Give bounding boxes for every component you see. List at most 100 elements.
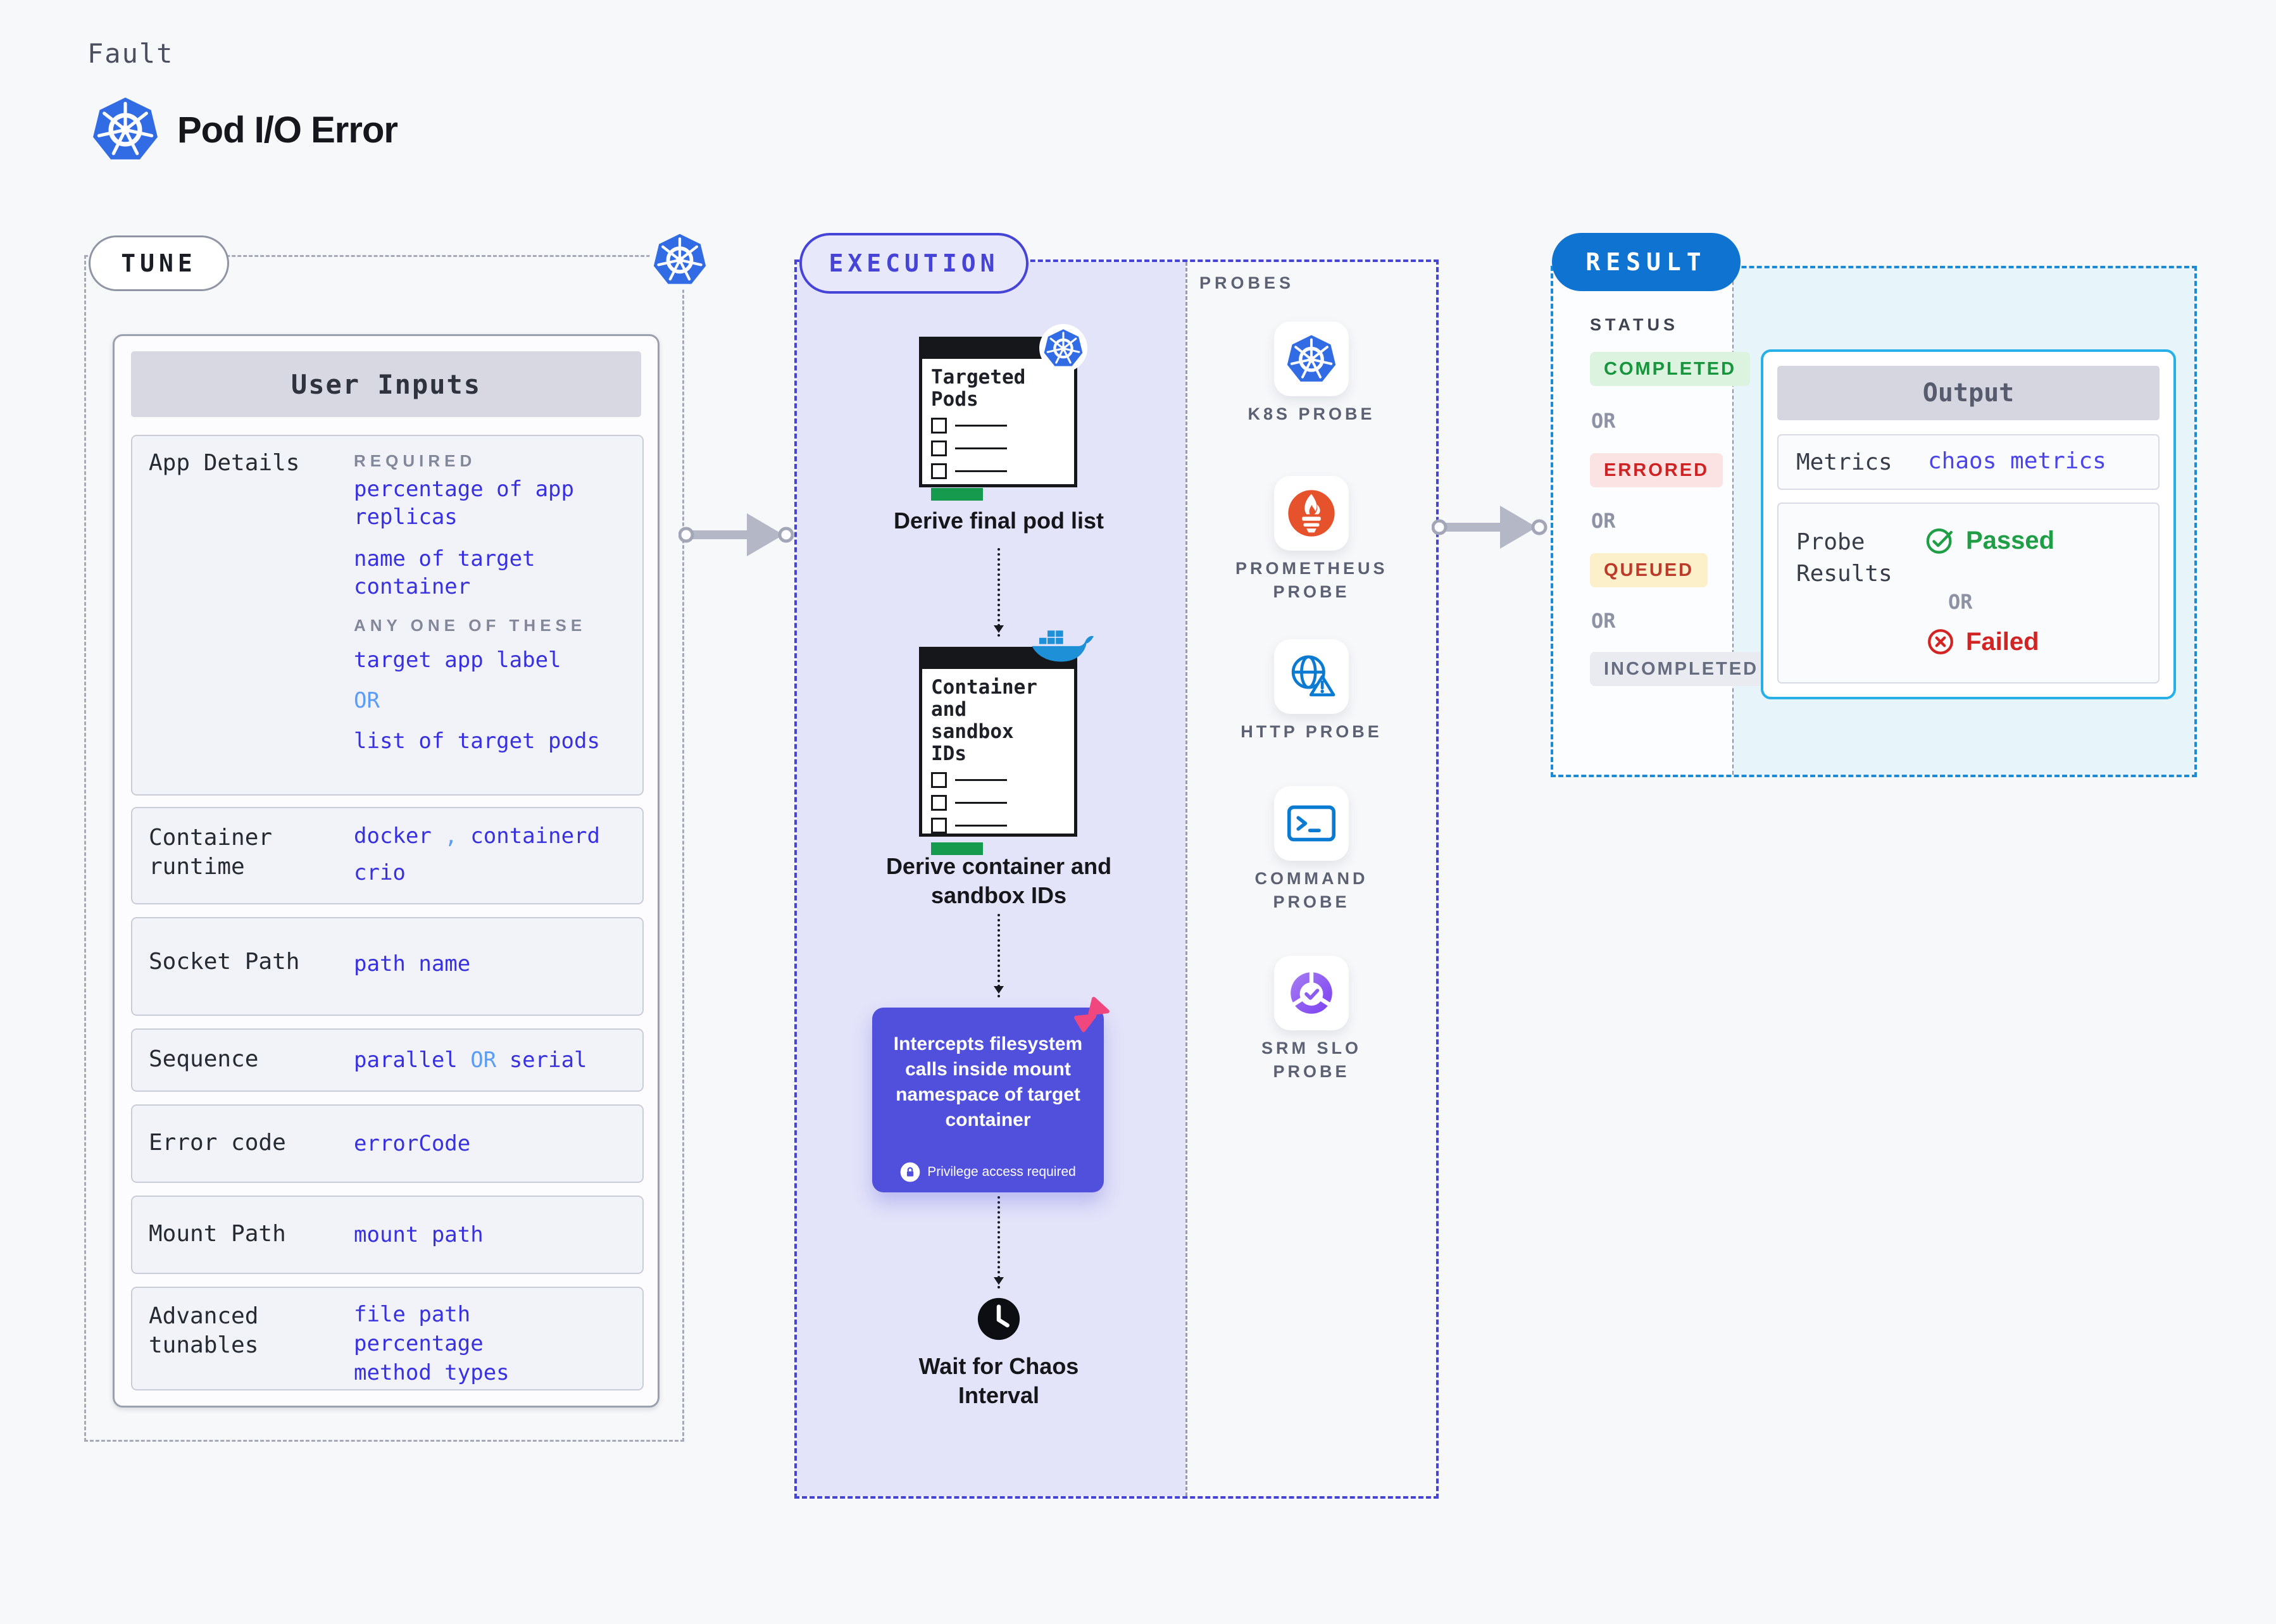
progress-bar <box>931 488 983 501</box>
checkbox-icon <box>931 463 947 479</box>
line <box>955 425 1007 427</box>
lock-icon <box>900 1162 920 1182</box>
or-separator: OR <box>1591 509 1616 533</box>
input-value: percentage <box>354 1331 484 1356</box>
row-label: Mount Path <box>149 1221 286 1247</box>
row-label: Advanced tunables <box>149 1303 259 1358</box>
connector-arrow-down <box>994 914 1004 997</box>
user-input-row-mount-path: Mount Path mount path <box>131 1196 644 1274</box>
connector-arrow-down <box>994 1196 1004 1289</box>
line <box>955 779 1007 781</box>
user-input-row-app-details: App Details REQUIRED percentage of app r… <box>131 435 644 796</box>
step-caption: Derive final pod list <box>893 508 1104 534</box>
probe-card-command <box>1274 786 1349 861</box>
status-title: STATUS <box>1590 315 1679 334</box>
checkbox-icon <box>931 440 947 456</box>
probes-area <box>1185 262 1436 1496</box>
user-inputs-header: User Inputs <box>131 351 641 417</box>
checkbox-row <box>931 440 1065 456</box>
intercepts-text: Intercepts filesystem calls inside mount… <box>893 1034 1083 1130</box>
input-value: list of target pods <box>354 728 600 754</box>
passed-label: Passed <box>1966 526 2055 554</box>
input-value: containerd <box>470 823 600 849</box>
metrics-label: Metrics <box>1796 449 1892 475</box>
row-label: App Details <box>149 450 300 476</box>
line <box>955 447 1007 449</box>
status-badge-completed: COMPLETED <box>1590 352 1751 386</box>
line <box>955 470 1007 472</box>
input-value: crio <box>354 860 406 885</box>
probe-label: HTTP PROBE <box>1241 722 1382 741</box>
status-badge-errored: ERRORED <box>1590 453 1723 487</box>
kubernetes-icon <box>1287 334 1336 384</box>
checkbox-row <box>931 463 1065 479</box>
user-input-row-advanced-tunables: Advanced tunables file path percentage m… <box>131 1287 644 1390</box>
progress-bar <box>931 842 983 855</box>
or-separator: OR <box>354 688 380 713</box>
row-label: Error code <box>149 1130 286 1156</box>
input-value: file path <box>354 1302 471 1327</box>
check-circle-icon <box>1925 525 1956 556</box>
comma-separator: , <box>444 823 458 849</box>
user-input-row-sequence: Sequence parallel OR serial <box>131 1028 644 1092</box>
output-header: Output <box>1777 366 2160 420</box>
line <box>955 825 1007 827</box>
step-caption: Wait for Chaos Interval <box>918 1353 1079 1408</box>
status-badge-incompleted: INCOMPLETED <box>1590 652 1773 686</box>
probe-card-srm-slo <box>1274 956 1349 1030</box>
or-separator: OR <box>470 1047 497 1073</box>
execution-section-box <box>794 259 1439 1499</box>
docker-icon <box>1030 630 1094 667</box>
probe-label: COMMAND PROBE <box>1254 869 1368 911</box>
input-value: method types <box>354 1360 510 1385</box>
checkbox-icon <box>931 818 947 834</box>
passed-status: Passed <box>1925 525 2054 556</box>
checkbox-row <box>931 772 1065 788</box>
or-separator: OR <box>1591 609 1616 633</box>
input-value: errorCode <box>354 1131 471 1156</box>
checkbox-row <box>931 418 1065 434</box>
flow-arrow-execution-to-result <box>1432 499 1552 556</box>
kubernetes-icon <box>92 96 158 162</box>
step-caption: Derive container and sandbox IDs <box>885 853 1112 908</box>
tune-pill: TUNE <box>89 235 229 291</box>
row-label: Container runtime <box>149 825 273 880</box>
privilege-note: Privilege access required <box>927 1165 1076 1179</box>
input-value: mount path <box>354 1222 484 1247</box>
or-separator: OR <box>1591 409 1616 433</box>
line <box>955 802 1007 804</box>
input-value: path name <box>354 951 471 977</box>
probe-label: K8S PROBE <box>1247 404 1375 423</box>
checkbox-icon <box>931 795 947 811</box>
tune-section-box <box>84 255 684 1442</box>
flow-arrow-tune-to-execution <box>678 506 799 563</box>
input-value: target app label <box>354 647 561 673</box>
checkbox-row <box>931 818 1065 834</box>
probe-label: SRM SLO PROBE <box>1261 1039 1361 1081</box>
connector-arrow-down <box>994 548 1004 637</box>
status-badge-queued: QUEUED <box>1590 553 1708 587</box>
probe-results-row: Probe Results Passed OR Failed <box>1777 503 2160 684</box>
or-separator: OR <box>1948 590 1973 614</box>
x-circle-icon <box>1925 627 1956 657</box>
probe-card-prometheus <box>1274 476 1349 551</box>
user-input-row-socket-path: Socket Path path name <box>131 917 644 1016</box>
clock-icon <box>976 1296 1022 1342</box>
user-inputs-card: User Inputs App Details REQUIRED percent… <box>113 334 660 1408</box>
kubernetes-icon <box>653 233 706 286</box>
probe-results-label: Probe Results <box>1796 529 1892 587</box>
input-value: percentage of app replicas <box>354 477 574 530</box>
probe-label: PROMETHEUS PROBE <box>1235 559 1388 601</box>
checkbox-icon <box>931 772 947 788</box>
input-value: docker <box>354 823 432 849</box>
input-value: parallel <box>354 1047 458 1073</box>
input-value: name of target container <box>354 546 535 599</box>
probe-card-http <box>1274 639 1349 714</box>
probes-title: PROBES <box>1199 273 1295 292</box>
container-sandbox-ids-card: Container and sandbox IDs <box>919 647 1077 855</box>
privilege-badge: Privilege access required <box>872 1162 1104 1182</box>
chaos-arrow-icon <box>1072 995 1111 1034</box>
checkbox-row <box>931 795 1065 811</box>
metrics-row: Metrics chaos metrics <box>1777 434 2160 490</box>
